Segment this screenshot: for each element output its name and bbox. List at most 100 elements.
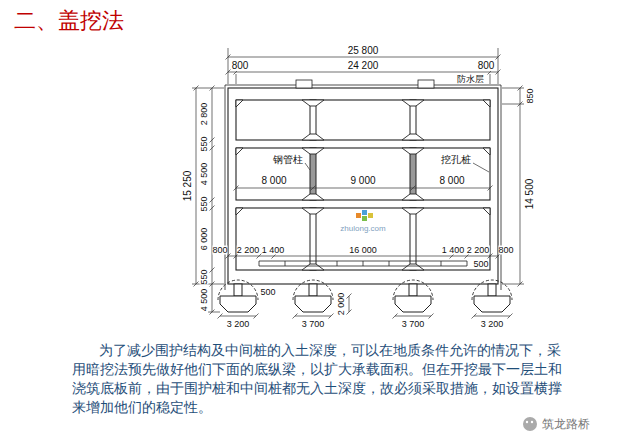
footing [474, 296, 510, 312]
footing [409, 284, 417, 296]
haunch [402, 100, 424, 106]
dimension-line [293, 314, 298, 319]
dimension-text: 550 [200, 196, 209, 211]
structure-outline [236, 148, 490, 200]
dimension-text: 16 000 [349, 246, 377, 255]
haunch [483, 100, 490, 107]
dimension-line [411, 186, 416, 191]
dimension-text: 500 [260, 288, 275, 297]
haunch [302, 100, 324, 106]
dimension-text: 3 200 [481, 320, 504, 329]
dimension-line [210, 282, 215, 287]
dimension-line [488, 186, 493, 191]
dimension-line [228, 256, 498, 257]
dimension-line [329, 314, 334, 319]
haunch [302, 148, 324, 154]
haunch [236, 100, 490, 270]
dimension-line [192, 88, 224, 284]
watermark-logo [526, 421, 528, 423]
caption-text: 为了减少围护结构及中间桩的入土深度，可以在地质条件允许的情况下，采用暗挖法预先做… [72, 341, 572, 417]
excavation-arch [393, 280, 433, 300]
watermark-logo [356, 210, 537, 431]
watermark-logo [362, 210, 367, 215]
dimension-line [210, 268, 215, 273]
haunch [302, 264, 324, 270]
footing [220, 284, 510, 312]
dimension-line [208, 88, 220, 312]
excavation-arch [472, 280, 512, 300]
footing [234, 284, 242, 296]
slide-title: 二、盖挖法 [14, 6, 124, 36]
dimension-text: 24 200 [348, 61, 379, 71]
dimension-text: 4 500 [200, 289, 209, 312]
dimension-text: 6 000 [200, 228, 209, 251]
column [410, 148, 416, 200]
dimension-text: 2 200 [467, 246, 490, 255]
leader-line [305, 163, 310, 170]
column [310, 100, 416, 270]
watermark-logo [356, 213, 361, 218]
dimension-text: 1 400 [442, 246, 465, 255]
dimension-line [518, 86, 523, 91]
watermark-logo [531, 421, 533, 423]
haunch [302, 134, 324, 140]
dimension-line [518, 102, 523, 107]
dimension-text: 3 700 [402, 320, 425, 329]
structure-outline [236, 208, 490, 270]
haunch [402, 194, 424, 200]
watermark-logo [362, 216, 367, 221]
haunch [402, 264, 424, 270]
dimension-line [496, 70, 501, 75]
waterproof-layer [296, 80, 312, 88]
structure-outline [228, 88, 498, 284]
footing [295, 296, 331, 312]
haunch [236, 148, 243, 155]
waterproof-layer [418, 80, 434, 88]
dimension-line [393, 314, 398, 319]
column [310, 148, 316, 200]
watermark-logo [368, 213, 373, 218]
dimension-text: 800 [232, 61, 249, 71]
excavation-arch [218, 280, 258, 300]
footing [220, 296, 256, 312]
structure-outline [228, 88, 498, 284]
dimension-line [347, 310, 352, 315]
dimension-line [347, 294, 352, 299]
dimension-text: 3 200 [227, 320, 250, 329]
dimension-line [311, 186, 316, 191]
dimension-text: 25 800 [348, 46, 379, 56]
dimension-line [518, 282, 523, 287]
dimension-line [254, 314, 259, 319]
dimension-text: 2 800 [200, 103, 209, 126]
dimension-line [226, 55, 231, 60]
dimension-line [226, 70, 231, 75]
dimension-text: 9 000 [350, 176, 375, 186]
dimension-line [194, 282, 199, 287]
footing [309, 284, 317, 296]
footing [395, 296, 431, 312]
dimension-line [502, 88, 524, 284]
haunch [302, 194, 324, 200]
dimension-line [349, 296, 350, 312]
dimension-line [220, 316, 510, 317]
dimension-text: 800 [212, 246, 227, 255]
part-label: 防水层 [457, 75, 484, 84]
dimension-line [194, 86, 199, 91]
haunch [302, 208, 324, 214]
haunch [483, 208, 490, 215]
waterproof-layer [225, 80, 501, 290]
dimension-line [210, 86, 215, 91]
haunch [483, 148, 490, 155]
dimension-line [496, 55, 501, 60]
excavation-arch [293, 280, 333, 300]
dimension-text: 8 000 [439, 176, 464, 186]
dimension-line [472, 314, 477, 319]
haunch [236, 100, 243, 107]
watermark: zhulong.com [340, 225, 385, 233]
dimension-text: 2 200 [237, 246, 260, 255]
haunch [402, 208, 424, 214]
dimension-text: 850 [526, 88, 535, 103]
leader-line [473, 163, 489, 172]
dimension-line [192, 48, 524, 319]
